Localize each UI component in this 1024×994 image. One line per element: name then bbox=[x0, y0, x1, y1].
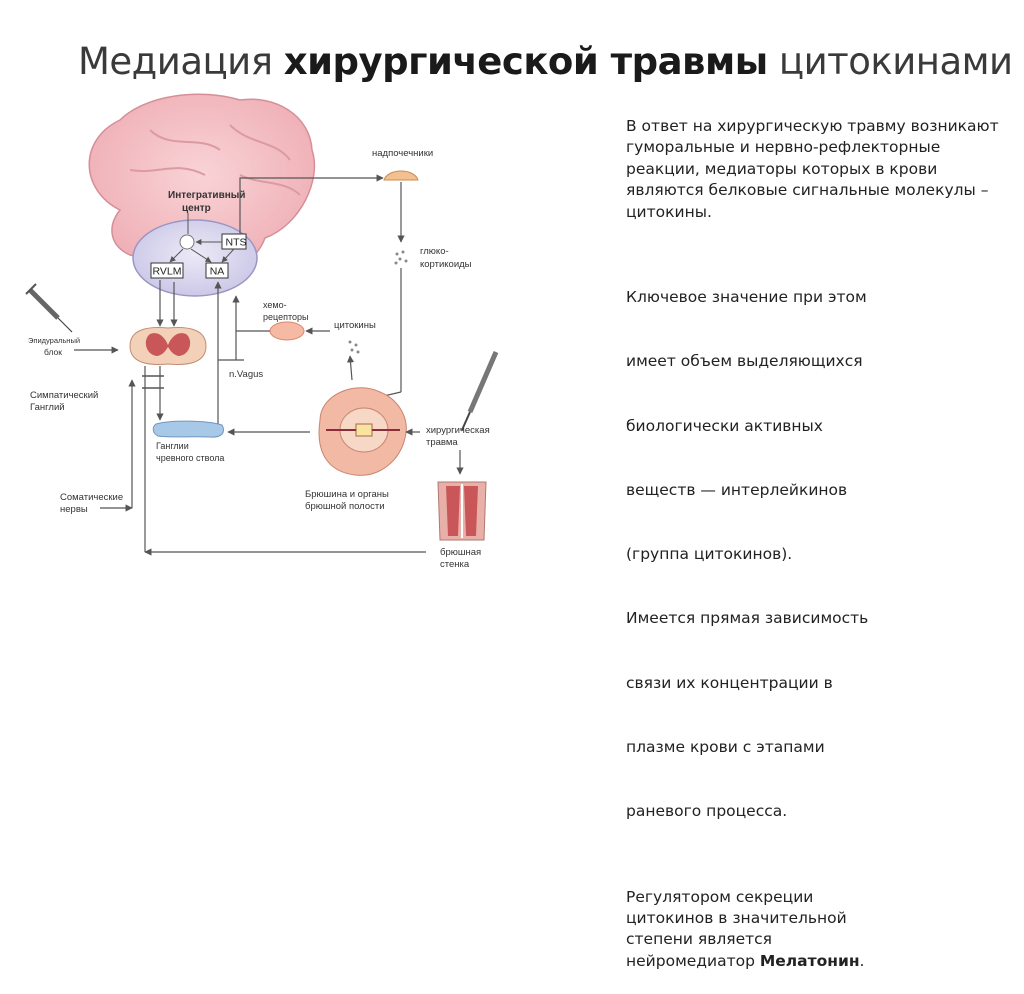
line-center-adrenals bbox=[239, 174, 384, 234]
rvlm-label: RVLM bbox=[153, 266, 182, 278]
paragraph-2: Ключевое значение при этом имеет объем в… bbox=[626, 244, 996, 865]
text-line: Ключевое значение при этом bbox=[626, 288, 867, 307]
text-line: цитокинов в значительной bbox=[626, 909, 847, 927]
glucocorticoids-label-1: глюко- bbox=[420, 246, 449, 257]
text-line: гуморальные и нервно-рефлекторные bbox=[626, 138, 941, 157]
text-line: связи их концентрации в bbox=[626, 673, 833, 692]
text-line: веществ — интерлейкинов bbox=[626, 480, 848, 499]
text-line: реакции, медиаторы которых в крови bbox=[626, 159, 938, 178]
epidural-label-1: Эпидуральный bbox=[28, 336, 80, 345]
melatonin-keyword: Мелатонин bbox=[759, 951, 860, 970]
peritoneum-label-2: брюшной полости bbox=[305, 501, 385, 512]
trunk-ganglia-shape bbox=[152, 420, 224, 438]
text-line: раневого процесса. bbox=[626, 801, 788, 820]
peritoneum-label-1: Брюшина и органы bbox=[305, 489, 389, 500]
text-line: Имеется прямая зависимость bbox=[626, 609, 869, 628]
text-line: биологически активных bbox=[626, 416, 823, 435]
text-line-last: нейромедиатор Мелатонин. bbox=[626, 951, 996, 972]
surgical-trauma-label-1: хирургическая bbox=[426, 425, 490, 436]
abdominal-wall-label-2: стенка bbox=[440, 559, 470, 570]
glucocorticoids-label-2: кортикоиды bbox=[420, 259, 472, 270]
na-label: NA bbox=[210, 266, 225, 278]
spinal-grey-matter bbox=[145, 333, 191, 356]
text-line: имеет объем выделяющихся bbox=[626, 352, 863, 371]
paragraph-3: Регулятором секреции цитокинов в значите… bbox=[626, 887, 996, 973]
rvlm-box bbox=[150, 262, 184, 279]
title-part-1: Медиация bbox=[78, 40, 284, 83]
sympathetic-ganglion-label-2: Ганглий bbox=[30, 402, 65, 413]
integrative-center-label-1: Интегративный bbox=[168, 190, 245, 201]
paragraph-1: В ответ на хирургическую травму возникаю… bbox=[626, 116, 999, 223]
organ-core bbox=[355, 423, 373, 437]
text-line: Регулятором секреции bbox=[626, 887, 814, 906]
trunk-ganglia-label-2: чревного ствола bbox=[156, 453, 224, 463]
arrow-nts-na bbox=[221, 248, 235, 263]
cytokines-label: цитокины bbox=[334, 320, 376, 331]
na-box bbox=[205, 262, 229, 279]
epidural-label-2: блок bbox=[44, 347, 62, 357]
integrative-node bbox=[179, 234, 195, 250]
text-line: степени является bbox=[626, 930, 772, 949]
syringe-icon bbox=[25, 283, 73, 333]
adrenals-label: надпочечники bbox=[372, 148, 433, 159]
title-emphasis: хирургической травмы bbox=[283, 40, 768, 83]
nts-label: NTS bbox=[226, 237, 247, 249]
somatic-nerves-label-2: нервы bbox=[60, 504, 88, 515]
explanation-text: В ответ на хирургическую травму возникаю… bbox=[626, 116, 999, 994]
chemoreceptor-body bbox=[269, 321, 305, 341]
arrow-organs-cytokines bbox=[346, 355, 355, 381]
chemoreceptors-label-2: рецепторы bbox=[263, 312, 308, 322]
cytokine-mediation-diagram: NTS RVLM NA Интегративный центр надпочеч… bbox=[25, 93, 499, 570]
abdominal-wall-label-1: брюшная bbox=[440, 547, 481, 558]
adrenal-gland bbox=[383, 170, 419, 181]
integrative-center-label-2: центр bbox=[182, 203, 211, 214]
title-part-2: цитокинами bbox=[767, 40, 1013, 83]
glucocorticoid-dots bbox=[394, 250, 408, 265]
slide-title: Медиация хирургической травмы цитокинами bbox=[78, 40, 1013, 83]
abdominal-wall-illustration bbox=[437, 481, 487, 541]
trunk-ganglia-label-1: Ганглии bbox=[156, 441, 189, 451]
vagus-label: n.Vagus bbox=[229, 369, 263, 380]
somatic-nerves-label-1: Соматические bbox=[60, 492, 123, 503]
arrow-node-rvlm bbox=[169, 248, 184, 263]
cytokine-dots bbox=[348, 340, 360, 354]
text-line: В ответ на хирургическую травму возникаю… bbox=[626, 117, 999, 135]
brain-folds bbox=[129, 124, 301, 196]
chemoreceptors-label-1: хемо- bbox=[263, 300, 287, 310]
melatonin-prefix: нейромедиатор bbox=[626, 951, 760, 970]
sympathetic-ganglion-label-1: Симпатический bbox=[30, 390, 98, 401]
text-line: являются белковые сигнальные молекулы – bbox=[626, 181, 989, 200]
melatonin-suffix: . bbox=[859, 951, 865, 970]
surgical-trauma-label-2: травма bbox=[426, 437, 458, 448]
scalpel-icon bbox=[461, 351, 499, 431]
integrative-center-oval bbox=[132, 219, 258, 297]
text-line: (группа цитокинов). bbox=[626, 545, 793, 564]
arrow-node-na bbox=[190, 248, 212, 263]
text-line: плазме крови с этапами bbox=[626, 737, 825, 756]
text-line: цитокины. bbox=[626, 202, 712, 221]
